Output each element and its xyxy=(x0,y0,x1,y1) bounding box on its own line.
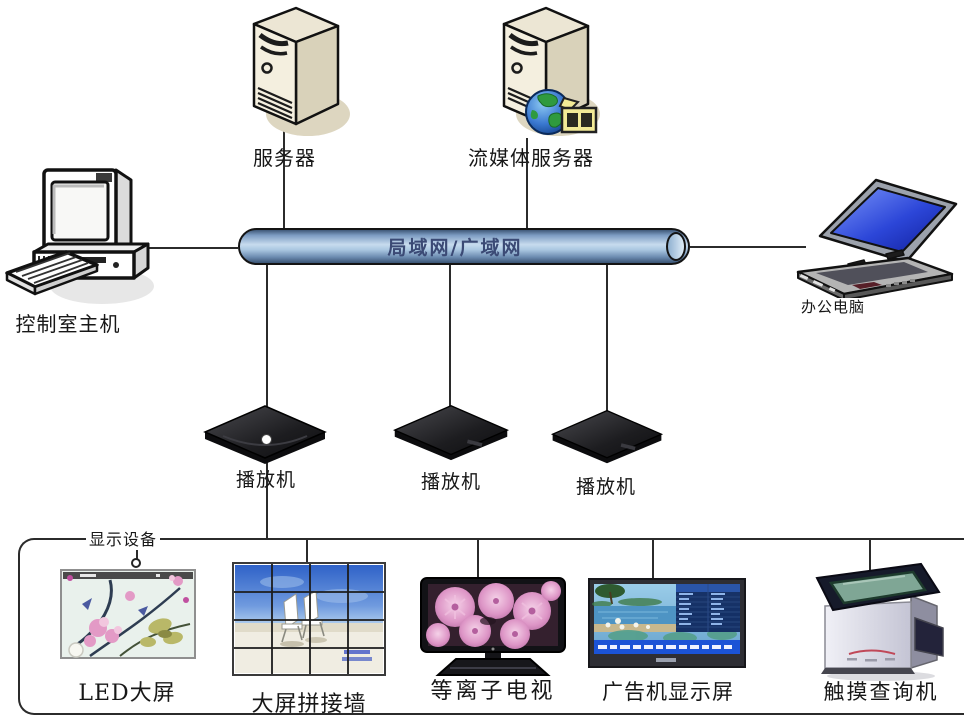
display-group-bracket xyxy=(18,538,964,715)
laptop-icon xyxy=(796,178,958,298)
player1-port-dot xyxy=(261,434,272,445)
connector-bus-to-plasma xyxy=(477,538,479,579)
globe-film-icon xyxy=(525,89,598,135)
led-screen-image xyxy=(60,569,196,659)
connector-pipe-to-laptop xyxy=(690,246,806,248)
media-server-label: 流媒体服务器 xyxy=(468,146,594,170)
hook-connector-dot xyxy=(131,558,141,568)
player-box-icon xyxy=(392,404,510,461)
plasma-tv-label: 等离子电视 xyxy=(430,679,556,704)
network-backbone-label: 局域网/广域网 xyxy=(387,237,523,259)
player-label: 播放机 xyxy=(235,469,296,491)
connector-group-label-hook xyxy=(136,548,138,559)
ad-display-image xyxy=(588,578,746,668)
connector-pipe-to-player1-and-bus xyxy=(266,263,268,538)
connector-server-to-pipe xyxy=(283,120,285,228)
server-icon xyxy=(252,6,350,136)
desktop-computer-icon xyxy=(5,168,154,304)
kiosk-label: 触摸查询机 xyxy=(823,680,939,704)
network-backbone-pipe: 局域网/广域网 xyxy=(238,228,690,265)
connector-media-server-to-pipe xyxy=(526,138,528,228)
display-group-label: 显示设备 xyxy=(86,526,161,550)
player-label: 播放机 xyxy=(420,471,481,493)
connector-bus-to-video-wall xyxy=(306,538,308,564)
kiosk-image xyxy=(815,562,944,681)
media-server-icon xyxy=(502,6,600,136)
connector-pipe-to-player2 xyxy=(449,263,451,413)
office-pc-label: 办公电脑 xyxy=(800,298,865,316)
ad-display-label: 广告机显示屏 xyxy=(602,680,734,704)
player-box-icon xyxy=(550,409,664,464)
video-wall-image xyxy=(232,562,386,676)
connector-host-to-pipe xyxy=(146,247,238,249)
player-label: 播放机 xyxy=(575,476,636,498)
connector-bus-to-ad-display xyxy=(652,538,654,581)
led-screen-label: LED大屏 xyxy=(78,681,176,706)
plasma-tv-image xyxy=(420,577,566,676)
connector-pipe-to-player3 xyxy=(606,263,608,416)
server-label: 服务器 xyxy=(253,146,316,170)
video-wall-label: 大屏拼接墙 xyxy=(251,692,367,717)
control-host-label: 控制室主机 xyxy=(15,312,121,336)
player-box-icon xyxy=(203,405,327,464)
pipe-end-cap xyxy=(666,232,686,261)
connector-bus-to-kiosk xyxy=(869,538,871,571)
